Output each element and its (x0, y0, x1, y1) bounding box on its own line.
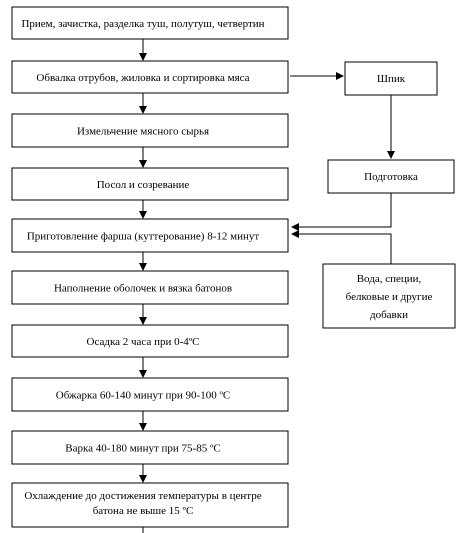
step-box-4 (11, 167, 289, 201)
step-label-5: Приготовление фарша (куттерование) 8-12 … (27, 231, 260, 243)
additives-label-3: добавки (370, 309, 408, 321)
additives-label-1: Вода, специи, (357, 273, 422, 285)
step-box-5 (11, 218, 289, 253)
step-label-10-line-1: Охлаждение до достижения температуры в ц… (24, 490, 261, 502)
step-box-6 (11, 270, 289, 305)
step-box-2 (11, 60, 289, 94)
shpik-box (344, 61, 438, 96)
additives-label-2: белковые и другие (346, 291, 433, 303)
step-label-7: Осадка 2 часа при 0-4ºС (87, 336, 200, 348)
step-box-10 (11, 482, 289, 528)
step-label-3: Измельчение мясного сырья (77, 126, 209, 138)
step-box-3 (11, 113, 289, 148)
step-label-4: Посол и созревание (97, 179, 190, 191)
step-label-2: Обвалка отрубов, жиловка и сортировка мя… (36, 72, 249, 84)
additives-box (322, 263, 456, 329)
arrow-additives-to-farsh (291, 230, 392, 264)
step-label-6: Наполнение оболочек и вязка батонов (54, 283, 232, 295)
arrow-podgotovka-to-farsh (291, 193, 392, 231)
step-box-1 (11, 6, 289, 40)
shpik-label: Шпик (377, 73, 406, 85)
podgotovka-label: Подготовка (364, 171, 418, 183)
podgotovka-box (327, 159, 455, 194)
step-box-8 (11, 377, 289, 412)
step-box-7 (11, 324, 289, 358)
step-label-10-line-2: батона не выше 15 ºС (93, 505, 194, 517)
step-box-9 (11, 430, 289, 465)
step-label-8: Обжарка 60-140 минут при 90-100 ºС (56, 390, 230, 402)
step-label-9: Варка 40-180 минут при 75-85 ºС (65, 443, 220, 455)
step-label-1: Прием, зачистка, разделка туш, полутуш, … (21, 18, 264, 30)
